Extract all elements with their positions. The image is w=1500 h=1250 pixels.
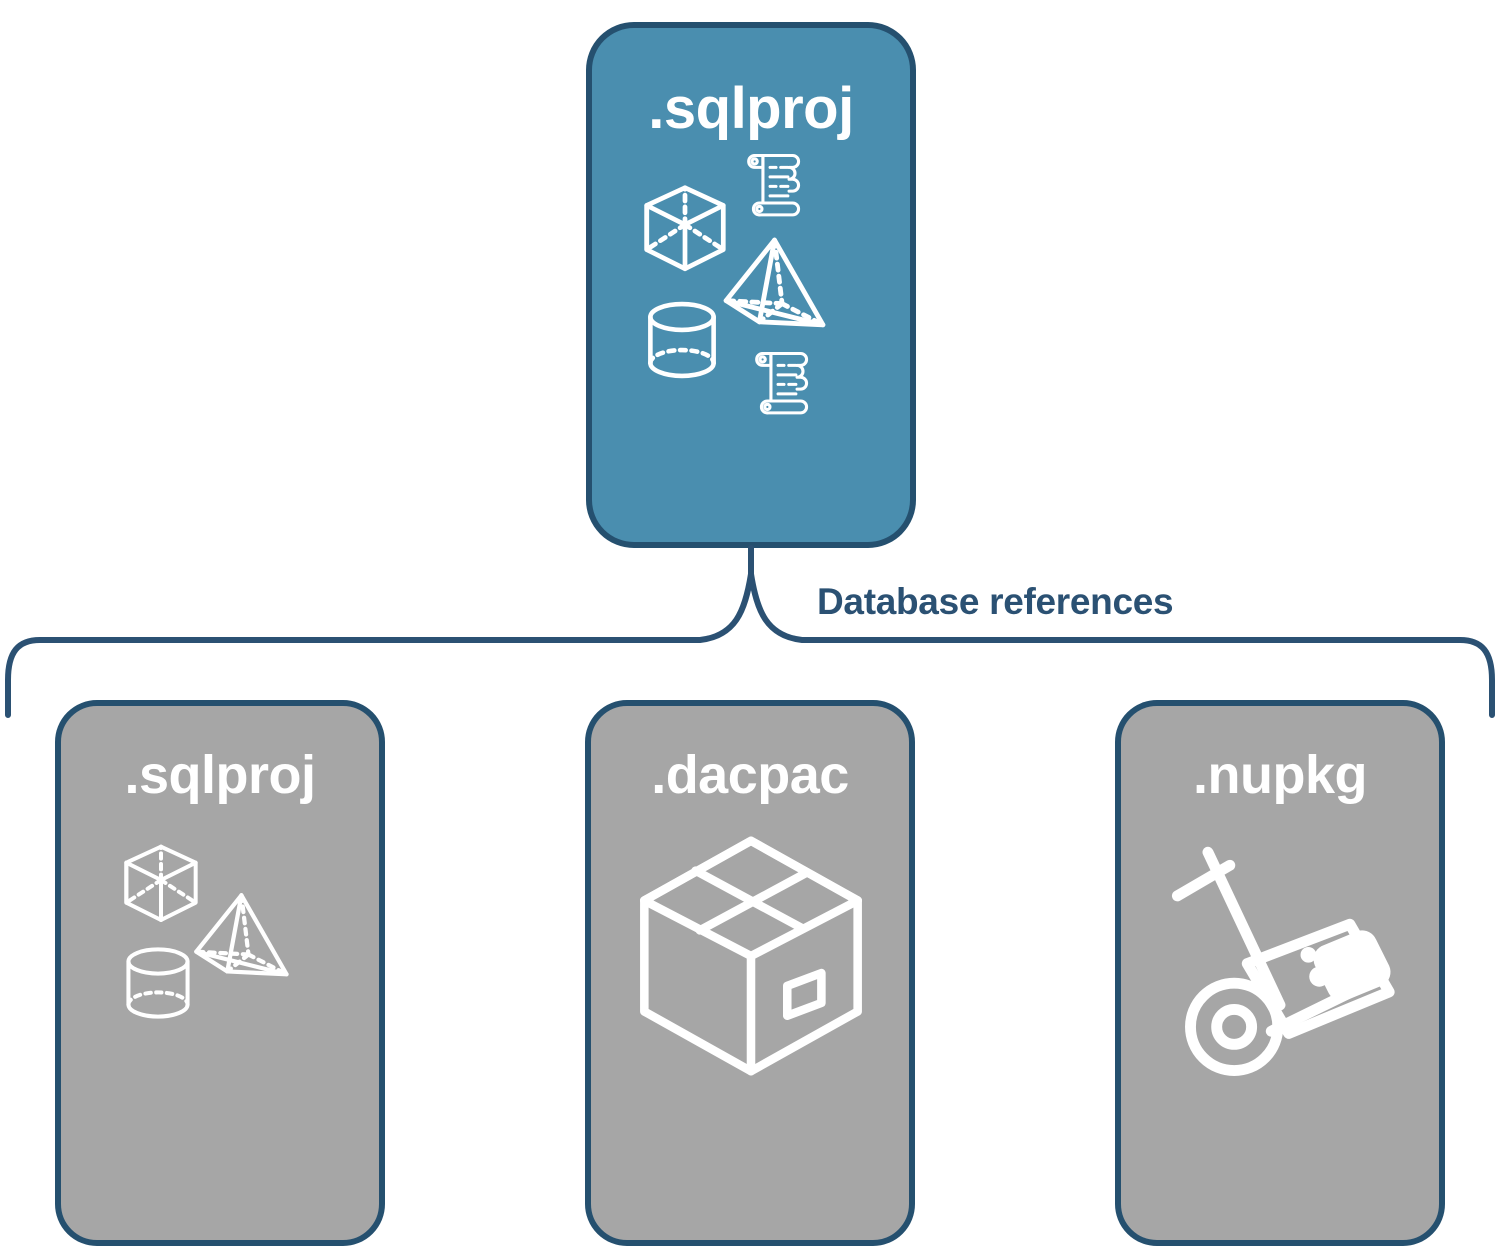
card-child-sqlproj-title: .sqlproj [124,745,316,805]
cube-icon [644,185,726,272]
package-box-icon [640,836,862,1076]
cube-icon [124,844,198,922]
card-child-nupkg[interactable]: .nupkg [1115,700,1445,1246]
connector-left-arm [37,571,754,643]
card-child-dacpac-icon-group [605,812,895,1142]
scroll-icon [747,153,801,217]
card-child-sqlproj[interactable]: .sqlproj [55,700,385,1246]
scroll-icon [755,351,809,415]
hand-truck-icon [1171,846,1395,1076]
card-child-dacpac-title: .dacpac [651,745,849,805]
card-root-title: .sqlproj [648,76,854,141]
connector-left-end [5,637,43,718]
pyramid-icon [723,237,826,328]
pyramid-icon [194,893,289,977]
card-root-sqlproj[interactable]: .sqlproj [586,22,916,548]
cylinder-icon [648,301,716,379]
cylinder-icon [126,947,190,1019]
card-root-icon-group [626,146,876,446]
card-child-sqlproj-icon-group [75,812,365,1142]
database-references-label: Database references [817,581,1174,622]
card-child-nupkg-icon-group [1135,812,1425,1142]
card-child-dacpac[interactable]: .dacpac [585,700,915,1246]
connector-right-end [1457,637,1495,718]
card-child-nupkg-title: .nupkg [1193,745,1367,805]
